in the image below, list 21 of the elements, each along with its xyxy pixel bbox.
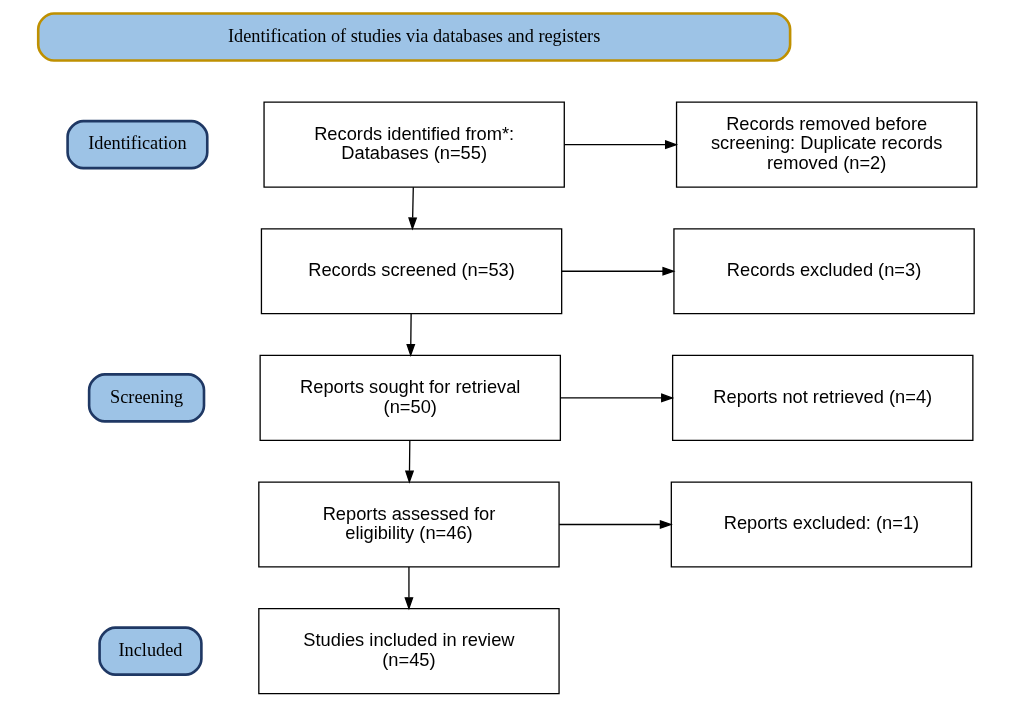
arrow [407, 186, 417, 231]
node-box: Included [97, 626, 203, 676]
node-box: Screening [87, 373, 205, 423]
arrow [405, 313, 415, 358]
node-box: Records excluded (n=3) [672, 228, 975, 315]
arrow [560, 266, 675, 276]
node-box: Reports excluded: (n=1) [670, 481, 972, 568]
node-box: Identification of studies via databases and registers [36, 12, 791, 62]
node-box: Studies included in review (n=45) [257, 608, 560, 695]
arrow [558, 519, 673, 530]
node-box: Records screened (n=53) [260, 228, 562, 315]
node-box: Records removed before screening: Duplicate records removed (n=2) [675, 101, 977, 188]
node-box: Reports not retrieved (n=4) [671, 354, 973, 441]
arrow [403, 566, 414, 611]
node-box: Reports assessed for eligibility (n=46) [257, 481, 560, 568]
node-box: Records identified from*: Databases (n=55) [262, 101, 565, 188]
arrow [404, 439, 414, 484]
arrow [559, 393, 674, 403]
node-box: Identification [65, 119, 209, 170]
node-box: Reports sought for retrieval (n=50) [258, 354, 561, 441]
arrow [563, 140, 678, 150]
